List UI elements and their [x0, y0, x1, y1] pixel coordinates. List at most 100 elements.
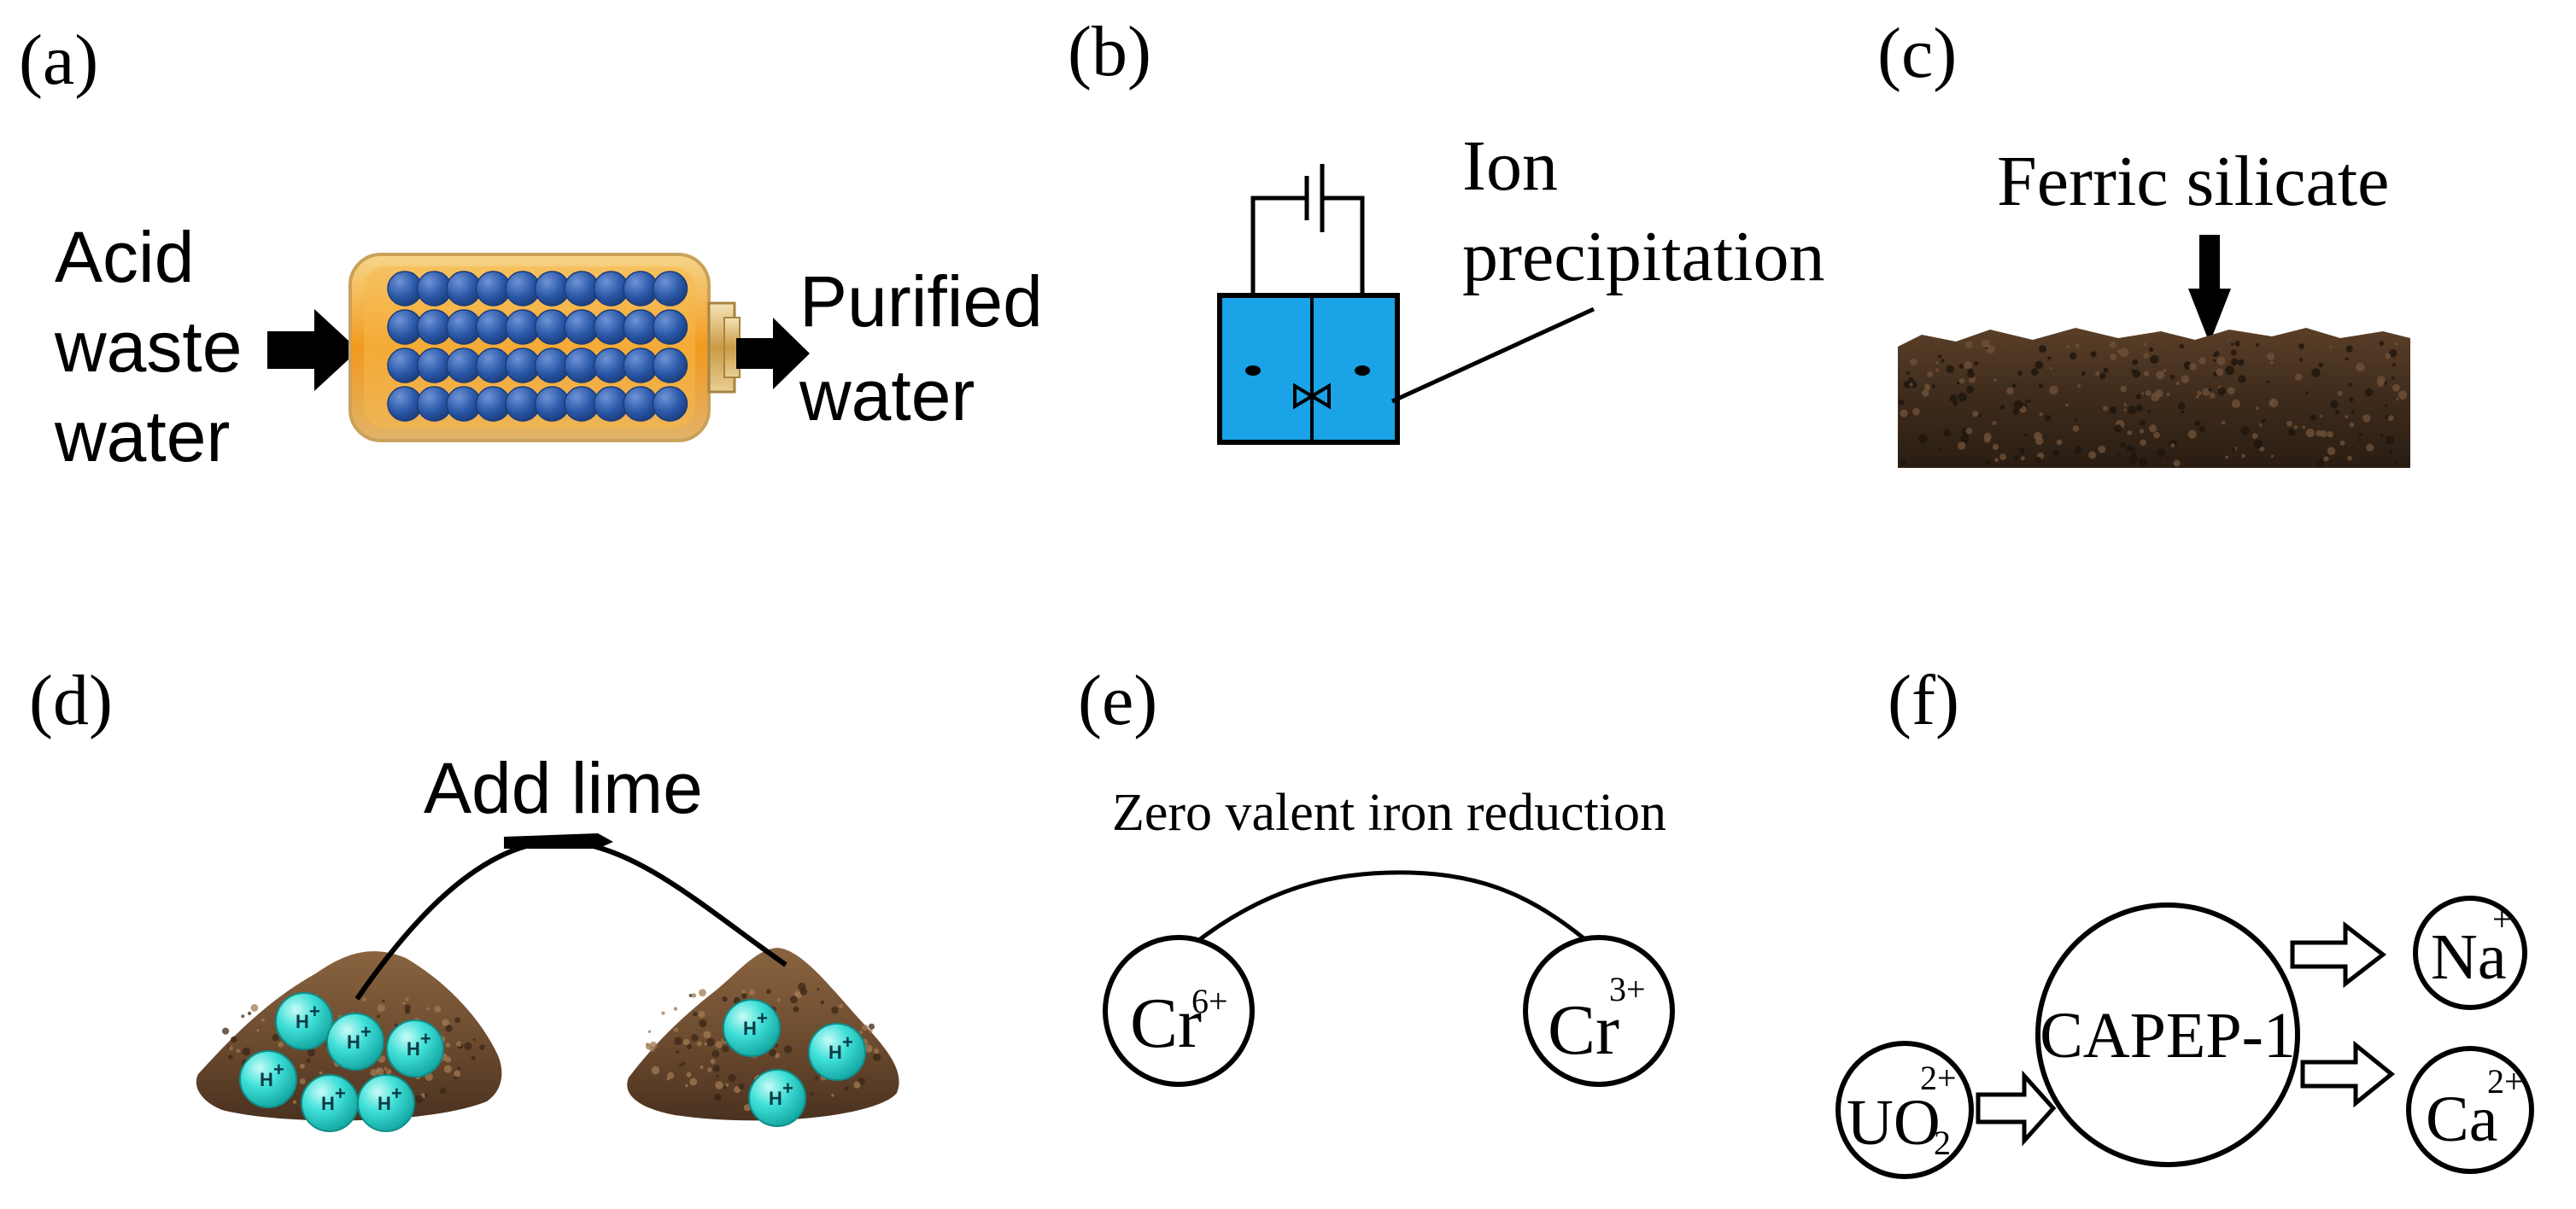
svg-text:H: H — [407, 1038, 420, 1060]
pile-speck — [722, 1045, 729, 1053]
pile-speck — [646, 1043, 653, 1050]
panel-d: (d) Add lime H+H+H+H+H+H+H+H+H+ — [29, 661, 899, 1132]
pile-speck — [674, 1037, 682, 1046]
soil-speck — [2380, 433, 2384, 437]
soil-speck — [2065, 403, 2069, 407]
pile-speck — [793, 1006, 799, 1013]
pile-speck — [404, 1004, 411, 1011]
pile-speck — [307, 1048, 316, 1057]
soil-speck — [1935, 368, 1940, 372]
hydrogen-ion-icon: H+ — [748, 1069, 806, 1127]
soil-speck — [2175, 381, 2180, 386]
pile-speck — [386, 1069, 392, 1075]
svg-text:+: + — [335, 1083, 346, 1104]
soil-speck — [1986, 344, 1995, 354]
pile-speck — [402, 1002, 406, 1005]
pile-speck — [699, 989, 706, 996]
soil-speck — [2013, 400, 2023, 410]
soil-speck — [2385, 435, 2395, 445]
soil-speck — [2148, 347, 2154, 353]
caption-leader-line — [1390, 307, 1595, 404]
soil-speck — [2385, 353, 2392, 359]
pile-speck — [673, 1007, 678, 1011]
soil-speck — [1999, 405, 2005, 410]
soil-speck — [2377, 379, 2385, 388]
soil-speck — [1938, 448, 1942, 452]
soil-speck — [2018, 447, 2025, 453]
soil-speck — [2179, 343, 2185, 349]
pile-speck — [471, 1055, 476, 1060]
soil-speck — [2396, 398, 2399, 401]
soil-speck — [2359, 432, 2363, 437]
pile-speck — [300, 1063, 305, 1069]
caption-line-2: precipitation — [1462, 217, 1825, 296]
cr3-charge: 3+ — [1609, 970, 1646, 1008]
output-arrow-na-icon — [2290, 920, 2387, 989]
soil-speck — [2028, 399, 2031, 403]
soil-speck — [2348, 397, 2354, 403]
pile-speck — [272, 1034, 279, 1042]
soil-speck — [2227, 387, 2235, 395]
soil-speck — [2120, 441, 2127, 448]
soil-speck — [2114, 423, 2122, 433]
soil-speck — [2286, 420, 2293, 427]
soil-speck — [2077, 383, 2081, 388]
soil-speck — [1941, 359, 1945, 363]
soil-speck — [1952, 400, 1958, 406]
pile-speck — [676, 1050, 680, 1054]
pile-speck — [868, 1023, 875, 1030]
na-charge: + — [2492, 900, 2512, 938]
soil-speck — [2261, 418, 2267, 423]
soil-speck — [2140, 439, 2146, 447]
soil-speck — [2330, 400, 2339, 409]
pile-speck — [688, 993, 693, 998]
hydrogen-ion-icon: H+ — [275, 992, 333, 1050]
pile-speck — [790, 996, 798, 1004]
soil-speck — [2339, 440, 2345, 446]
soil-speck — [2202, 388, 2210, 396]
soil-speck — [1935, 361, 1939, 365]
soil-speck — [2253, 439, 2263, 449]
soil-speck — [2127, 406, 2137, 415]
soil-speck — [1906, 371, 1910, 375]
soil-speck — [2024, 433, 2029, 437]
pile-speck — [376, 1067, 384, 1076]
ca-symbol: Ca — [2426, 1083, 2497, 1155]
soil-speck — [1967, 371, 1975, 378]
pile-speck — [691, 993, 697, 998]
soil-speck — [2132, 359, 2139, 365]
soil-speck — [2316, 458, 2325, 467]
soil-speck — [1964, 361, 1972, 370]
soil-speck — [2088, 451, 2097, 459]
soil-speck — [2364, 388, 2374, 397]
pile-speck — [693, 1011, 698, 1017]
soil-speck — [2320, 414, 2323, 418]
soil-speck — [2075, 343, 2080, 348]
pile-speck — [715, 1081, 723, 1089]
pile-speck — [700, 1065, 704, 1070]
soil-speck — [2049, 385, 2058, 394]
soil-speck — [2189, 362, 2197, 371]
svg-text:H: H — [743, 1018, 757, 1039]
soil-speck — [2362, 414, 2371, 423]
soil-speck — [2052, 449, 2059, 457]
soil-speck — [2266, 352, 2275, 361]
svg-text:H: H — [296, 1011, 309, 1032]
soil-speck — [2216, 368, 2224, 377]
outlet-arrow-icon — [736, 318, 810, 389]
soil-speck — [2345, 415, 2349, 419]
svg-text:+: + — [360, 1021, 372, 1043]
pile-speck — [689, 1078, 698, 1086]
pile-speck — [464, 1042, 472, 1050]
soil-speck — [2153, 431, 2160, 439]
pile-speck — [442, 1019, 449, 1026]
soil-speck — [2327, 447, 2336, 455]
pile-speck — [221, 1027, 230, 1035]
soil-speck — [2138, 457, 2148, 467]
svg-text:+: + — [757, 1007, 768, 1029]
soil-speck — [1999, 453, 2006, 460]
cathode-icon — [1245, 365, 1261, 376]
pile-speck — [457, 1066, 461, 1070]
pile-speck — [666, 1077, 670, 1081]
soil-speck — [1946, 365, 1954, 373]
